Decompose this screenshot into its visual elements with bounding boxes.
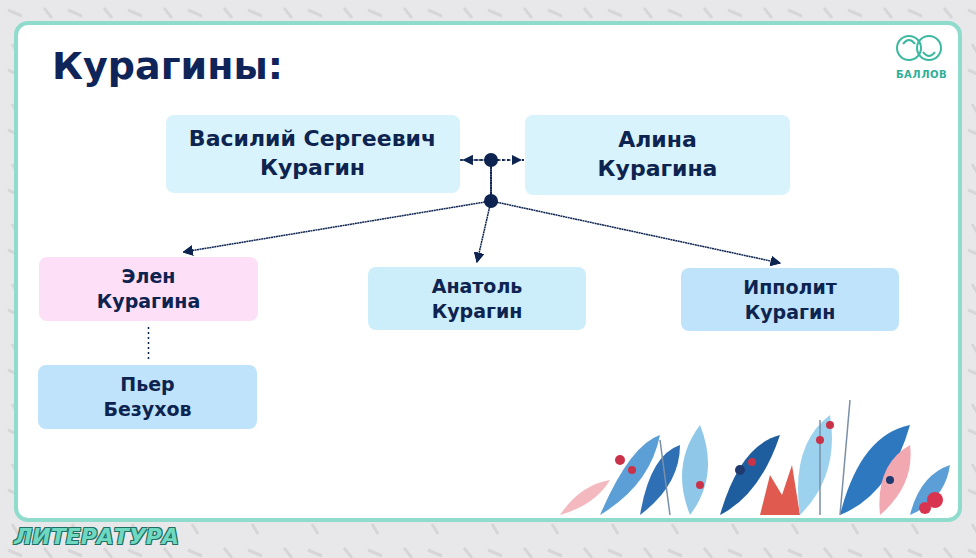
family-connector — [464, 159, 522, 161]
person-box: Элен Курагина — [39, 257, 258, 321]
slide-title: Курагины: — [52, 44, 283, 88]
person-box: Василий Сергеевич Курагин — [166, 115, 460, 193]
person-box: Ипполит Курагин — [681, 268, 899, 331]
slide-card — [16, 23, 960, 520]
person-name: Василий Сергеевич Курагин — [178, 125, 448, 182]
logo-caption: БАЛЛОВ — [896, 69, 947, 80]
person-name: Пьер Безухов — [78, 372, 218, 421]
family-connector — [477, 160, 524, 262]
family-connector — [461, 160, 492, 262]
person-name: Анатоль Курагин — [392, 274, 562, 323]
person-name: Алина Курагина — [563, 126, 753, 183]
person-box: Алина Курагина — [525, 115, 790, 195]
logo-symbol — [897, 36, 941, 60]
subject-banner: ЛИТЕРАТУРА — [14, 524, 179, 549]
person-name: Элен Курагина — [79, 264, 219, 313]
person-box: Пьер Безухов — [38, 365, 257, 429]
floral-illustration — [560, 400, 950, 515]
person-box: Анатоль Курагин — [368, 267, 586, 330]
junction-dot — [484, 153, 498, 208]
marriage-line — [148, 327, 150, 361]
person-name: Ипполит Курагин — [705, 275, 875, 324]
